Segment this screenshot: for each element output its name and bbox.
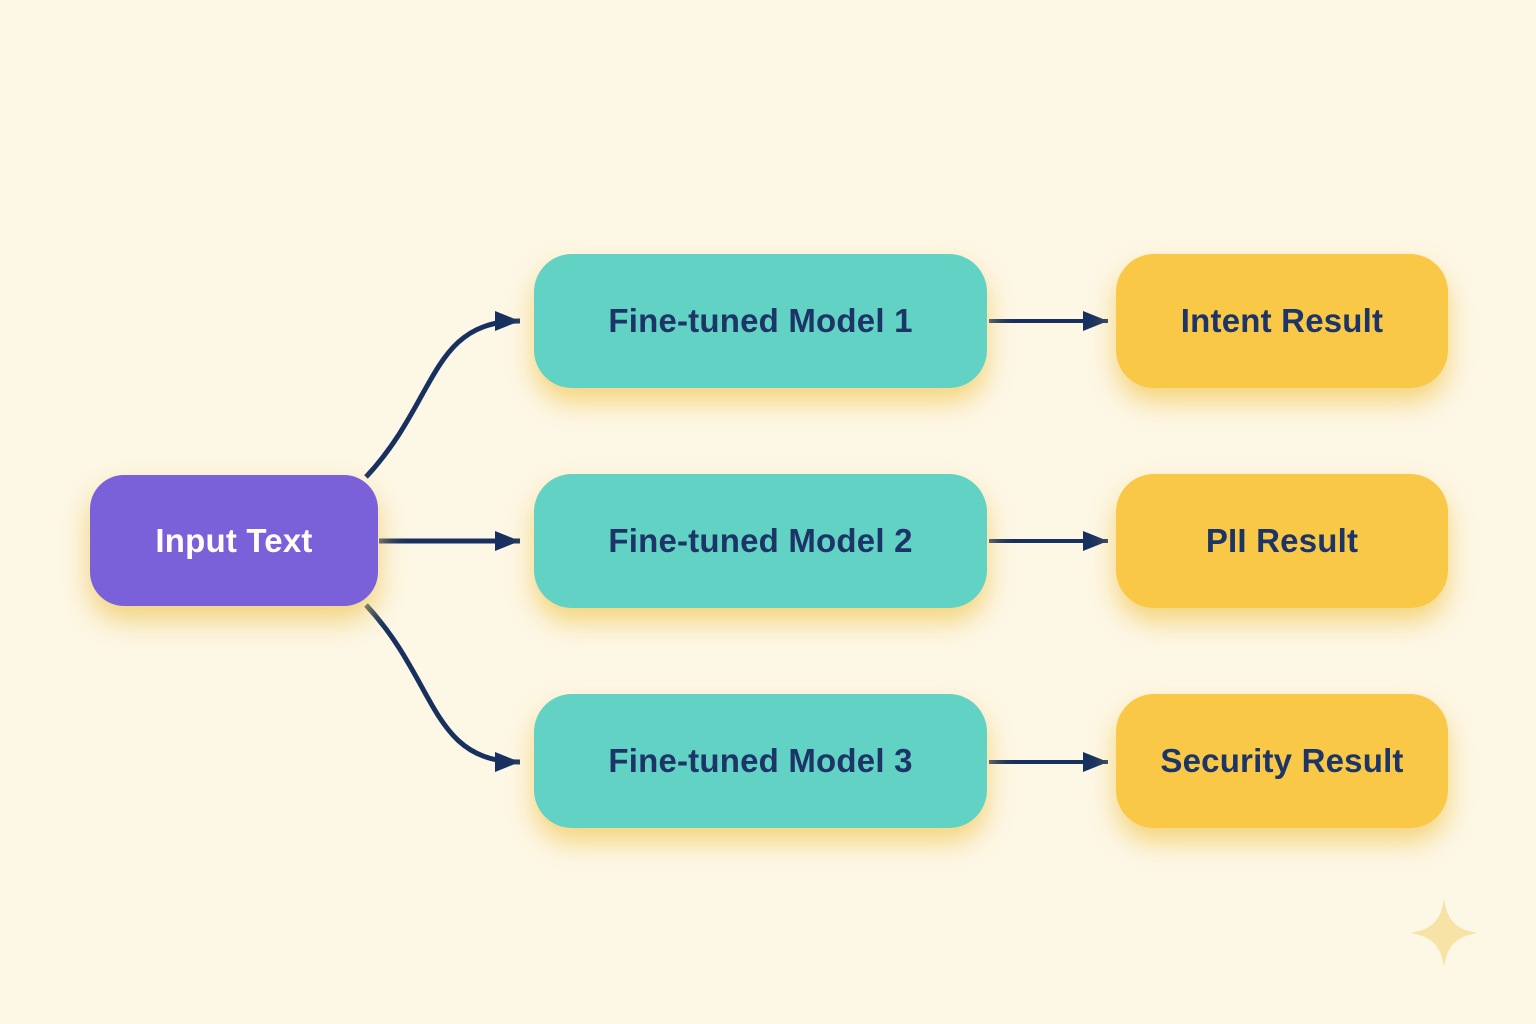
arrow-input-to-model-3 <box>364 603 521 772</box>
node-input-text-label: Input Text <box>155 521 313 559</box>
node-fine-tuned-model-1-label: Fine-tuned Model 1 <box>608 302 913 339</box>
node-security-result: Security Result <box>1116 694 1448 828</box>
node-pii-result-label: PII Result <box>1205 522 1359 559</box>
node-fine-tuned-model-3-label: Fine-tuned Model 3 <box>608 742 913 779</box>
node-fine-tuned-model-1: Fine-tuned Model 1 <box>534 254 987 388</box>
node-intent-result: Intent Result <box>1116 254 1448 388</box>
node-fine-tuned-model-2: Fine-tuned Model 2 <box>534 474 987 608</box>
node-input-text: Input Text <box>90 475 378 606</box>
arrow-input-to-model-1 <box>364 311 521 479</box>
node-pii-result: PII Result <box>1116 474 1448 608</box>
node-fine-tuned-model-3: Fine-tuned Model 3 <box>534 694 987 828</box>
node-fine-tuned-model-2-label: Fine-tuned Model 2 <box>608 522 913 559</box>
node-security-result-label: Security Result <box>1160 742 1404 779</box>
node-intent-result-label: Intent Result <box>1180 302 1384 339</box>
sparkle-icon <box>1410 899 1478 967</box>
